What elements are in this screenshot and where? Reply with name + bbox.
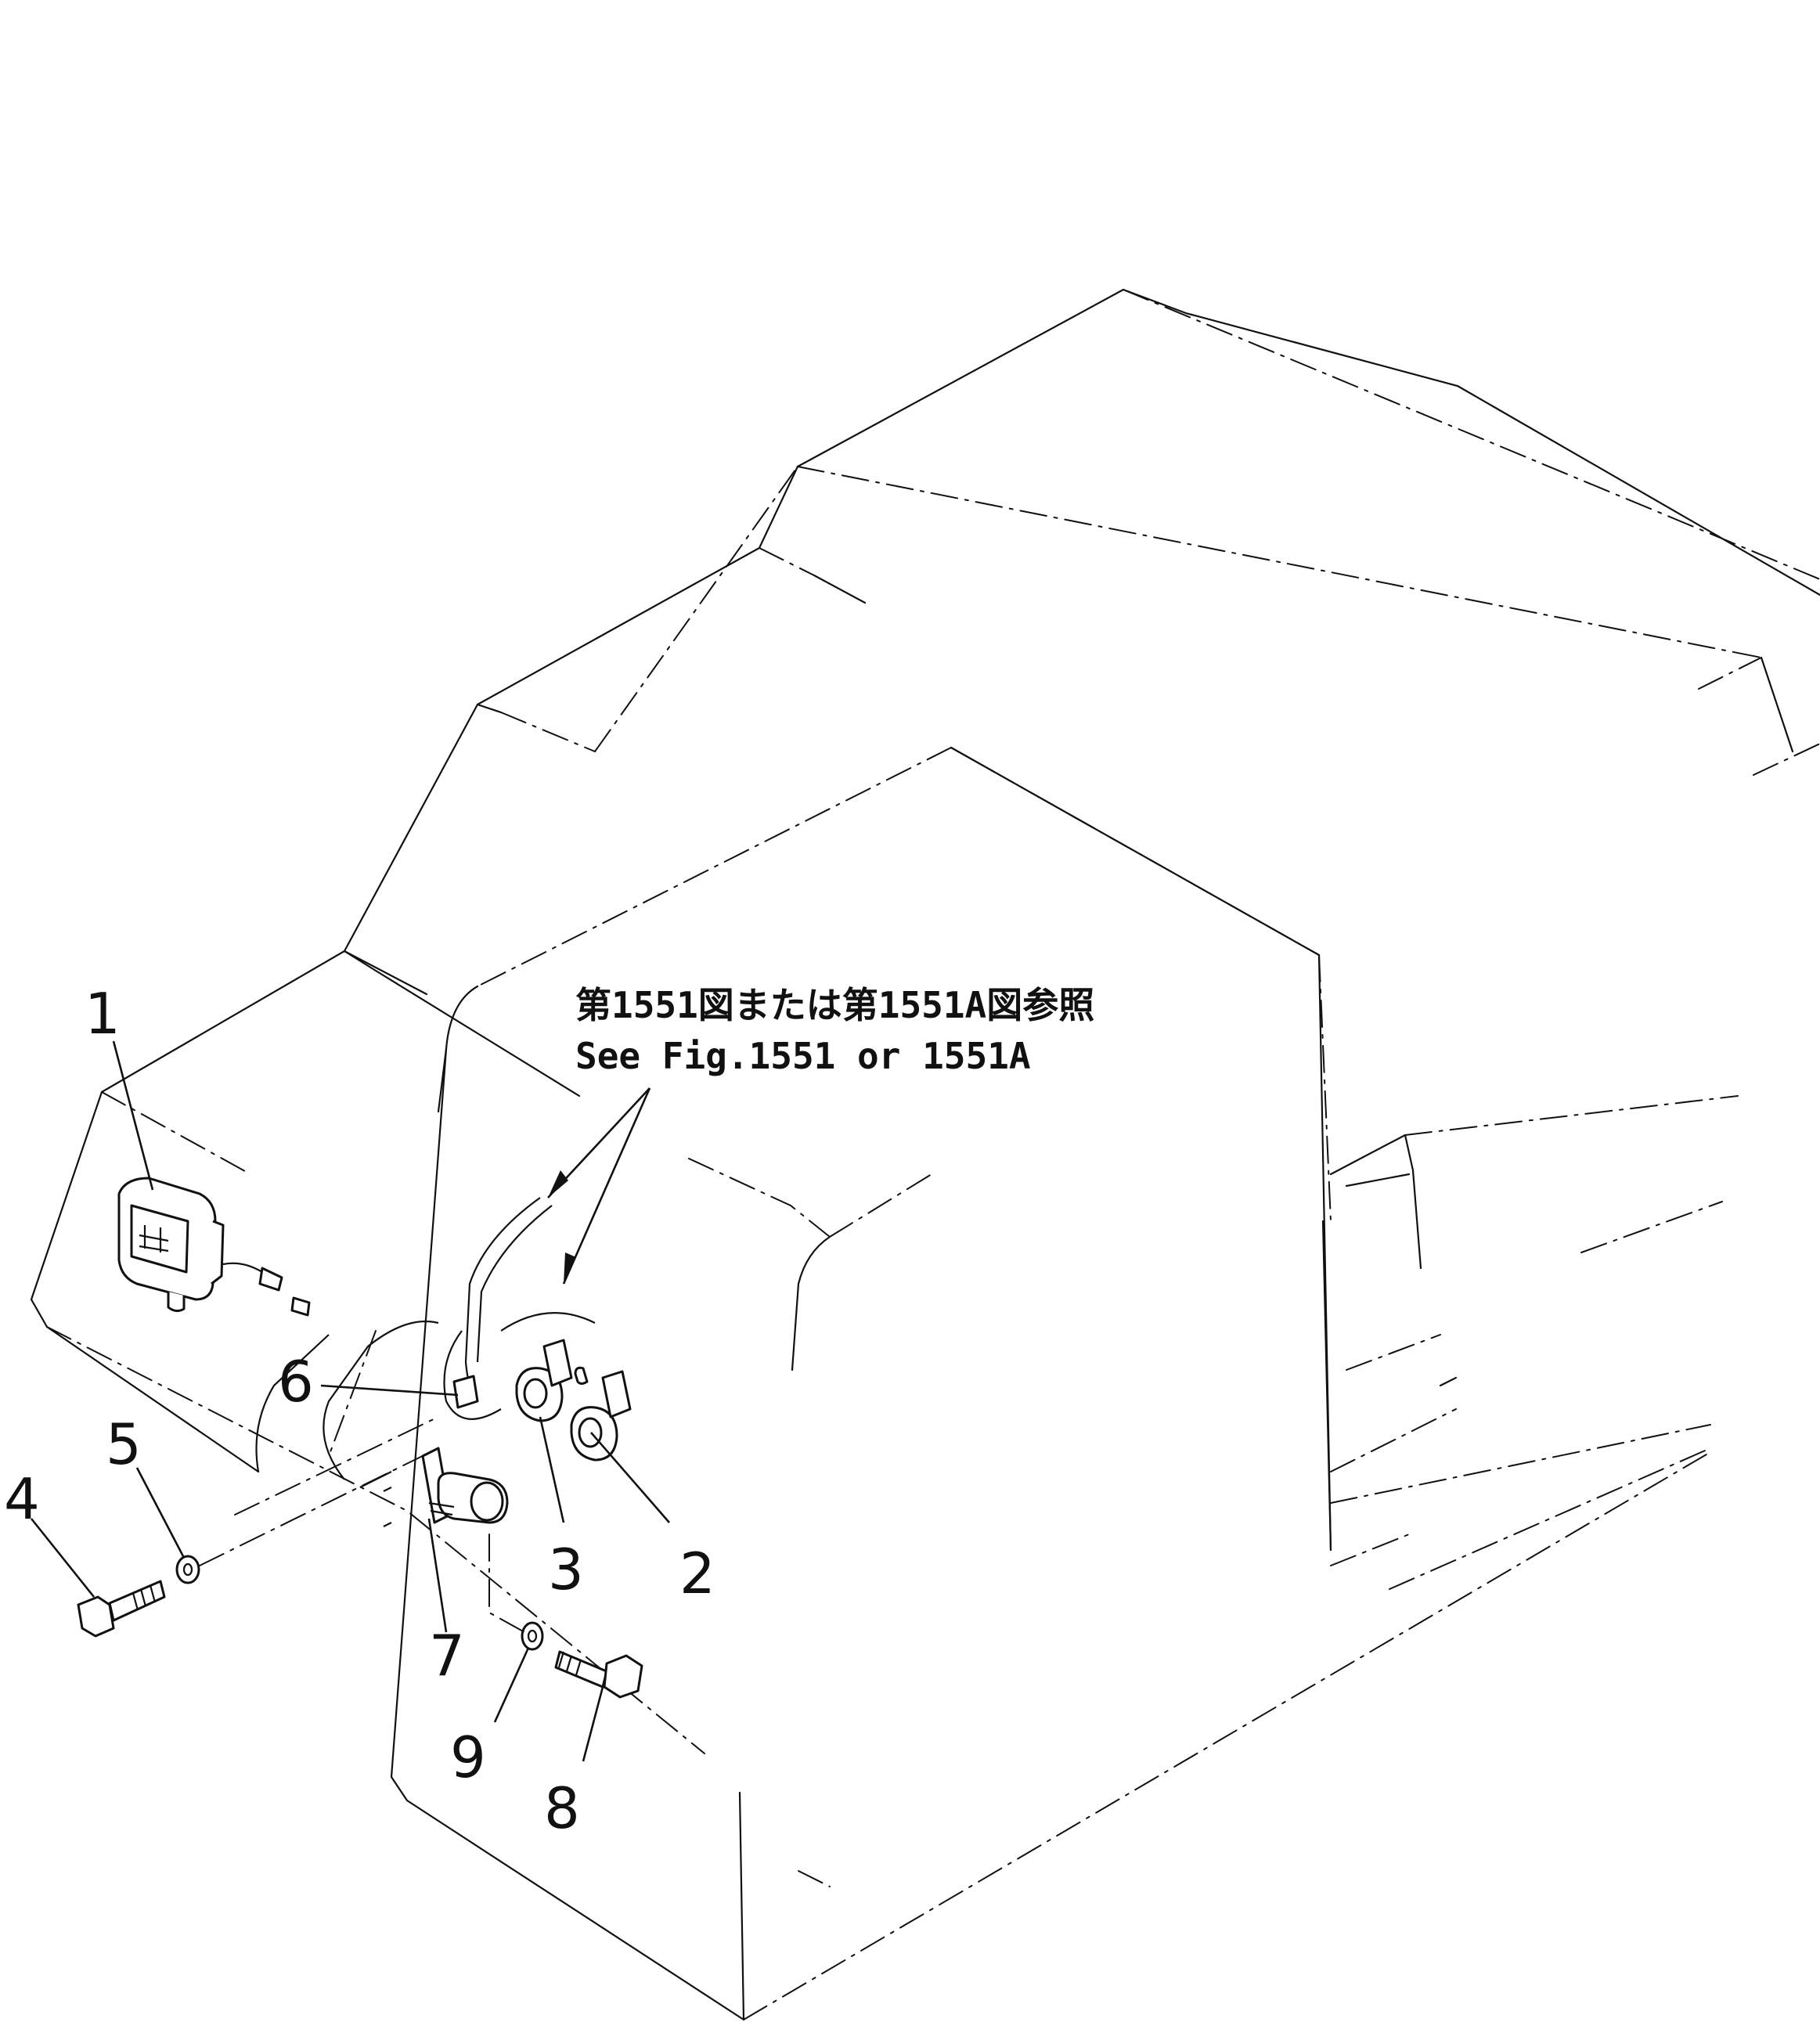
reference-note: 第1551図または第1551A図参照 See Fig.1551 or 1551A — [547, 984, 1094, 1285]
bolt-left-axis — [199, 1447, 439, 1566]
callout-5: 5 — [106, 1411, 142, 1477]
relay — [383, 1447, 509, 1527]
bolt-left — [77, 1580, 166, 1638]
callout-4: 4 — [4, 1466, 40, 1532]
horn-low — [570, 1366, 632, 1462]
washer-right — [521, 1621, 544, 1651]
callout-labels: 1 2 3 4 5 6 7 8 9 — [4, 981, 715, 1841]
arrow-head-icon — [564, 1252, 576, 1284]
machine-housing — [30, 288, 1820, 2021]
leader-4 — [30, 1518, 96, 1598]
leader-2 — [590, 1432, 670, 1523]
leader-5 — [135, 1467, 186, 1559]
callout-9: 9 — [450, 1725, 486, 1790]
washer-left — [175, 1555, 200, 1584]
callout-1: 1 — [85, 981, 121, 1047]
bolt-right — [554, 1650, 643, 1699]
leader-9 — [493, 1647, 530, 1723]
leader-1 — [112, 1040, 154, 1191]
harness-clamp — [452, 1197, 553, 1409]
leader-3 — [539, 1416, 565, 1523]
callout-2: 2 — [679, 1541, 715, 1606]
horn-high — [515, 1339, 573, 1422]
reference-note-ja: 第1551図または第1551A図参照 — [575, 984, 1094, 1026]
leader-7 — [427, 1518, 448, 1633]
leader-8 — [582, 1686, 604, 1762]
callout-6: 6 — [278, 1349, 314, 1415]
working-lamp — [117, 1177, 311, 1317]
bolt-right-axis — [488, 1534, 525, 1633]
reference-note-en: See Fig.1551 or 1551A — [575, 1035, 1031, 1077]
mounting-plate — [234, 1312, 596, 1516]
leader-6 — [320, 1384, 459, 1397]
callout-8: 8 — [544, 1775, 580, 1841]
callout-3: 3 — [548, 1537, 584, 1602]
callout-leaders — [30, 1040, 670, 1762]
arrow-head-icon — [548, 1170, 568, 1198]
callout-7: 7 — [429, 1623, 465, 1689]
